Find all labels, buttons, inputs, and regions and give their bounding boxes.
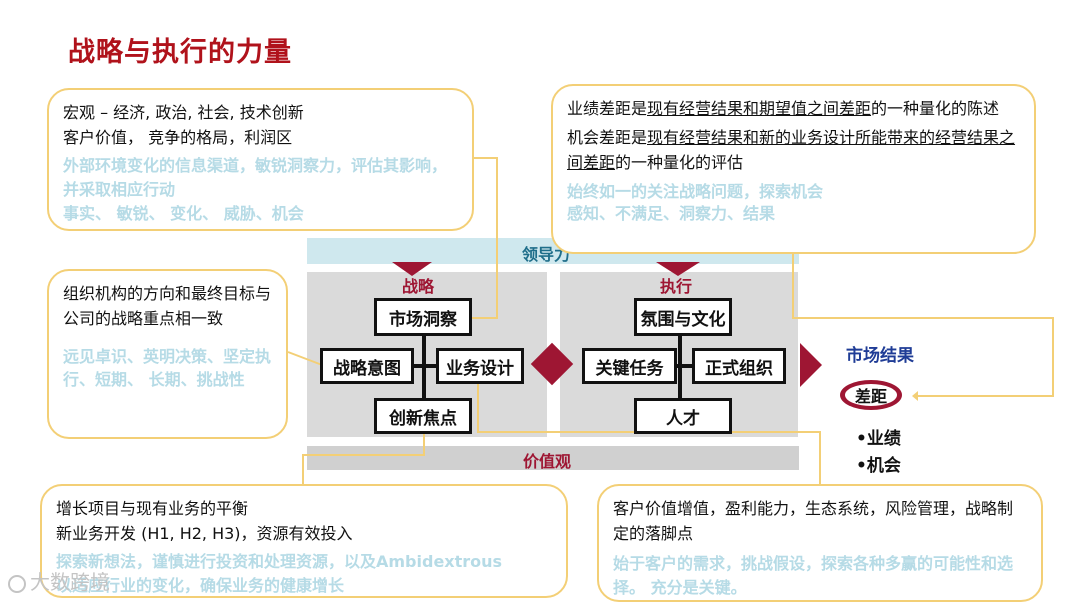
- values-band: [307, 446, 799, 470]
- watermark-text: 大数跨境: [30, 570, 110, 594]
- strategic-intent-box: 战略意图: [320, 348, 414, 384]
- strategy-cross-vertical: [422, 330, 426, 410]
- gap-performance-a: 业绩差距是: [567, 99, 648, 118]
- execution-output-arrow: [800, 343, 822, 387]
- gap-performance-b: 现有经营结果和期望值之间差距: [647, 99, 872, 118]
- strategic-intent-muted1: 远见卓识、英明决策、坚定执行、短期、 长期、挑战性: [63, 347, 272, 389]
- talent-box: 人才: [634, 398, 732, 434]
- gap-opportunity-c: 的一种量化的评估: [615, 153, 744, 172]
- bullet-opportunity: •机会: [856, 456, 901, 476]
- innovation-line1: 增长项目与现有业务的平衡: [56, 499, 249, 518]
- values-band-label: 价值观: [523, 452, 572, 471]
- gap-badge-label: 差距: [854, 387, 887, 406]
- business-design-line1: 客户价值增值，盈利能力，生态系统，风险管理，战略制定的落脚点: [613, 499, 1014, 543]
- formal-organization-box: 正式组织: [692, 348, 786, 384]
- callout-gap: 业绩差距是现有经营结果和期望值之间差距的一种量化的陈述 机会差距是现有经营结果和…: [551, 84, 1036, 254]
- critical-tasks-box: 关键任务: [582, 348, 677, 384]
- innovation-muted1: 探索新想法，谨慎进行投资和处理资源，以及Ambidextrous: [56, 552, 503, 571]
- strategy-arrow: [392, 262, 432, 276]
- watermark-logo: 大数跨境: [8, 566, 110, 595]
- execution-label: 执行: [660, 277, 693, 296]
- callout-market-insight: 宏观 – 经济, 政治, 社会, 技术创新 客户价值， 竞争的格局，利润区 外部…: [47, 88, 474, 231]
- business-design-muted1: 始于客户的需求，挑战假设，探索各种多赢的可能性和选择。 充分是关键。: [613, 554, 1014, 597]
- market-insight-line2: 客户价值， 竞争的格局，利润区: [63, 128, 293, 147]
- gap-performance-text: 业绩差距是现有经营结果和期望值之间差距的一种量化的陈述: [567, 96, 1020, 121]
- strategy-label: 战略: [402, 277, 435, 296]
- market-insight-muted2: 事实、 敏锐、 变化、 威胁、机会: [63, 204, 304, 223]
- callout-business-design: 客户价值增值，盈利能力，生态系统，风险管理，战略制定的落脚点 始于客户的需求，挑…: [597, 484, 1043, 602]
- market-results-label: 市场结果: [846, 346, 914, 366]
- culture-box: 氛围与文化: [634, 298, 732, 336]
- market-insight-line1: 宏观 – 经济, 政治, 社会, 技术创新: [63, 103, 304, 122]
- innovation-focus-box: 创新焦点: [374, 398, 472, 434]
- connector-innovation: [302, 430, 425, 484]
- connector-market-insight: [466, 157, 498, 319]
- execution-arrow: [656, 262, 700, 276]
- callout-strategic-intent: 组织机构的方向和最终目标与公司的战略重点相一致 远见卓识、英明决策、坚定执行、短…: [47, 269, 288, 439]
- watermark-icon: [8, 574, 26, 593]
- market-insight-box: 市场洞察: [374, 298, 472, 336]
- results-bullets: •业绩 •机会: [856, 426, 901, 480]
- callout-innovation: 增长项目与现有业务的平衡 新业务开发 (H1, H2, H3)，资源有效投入 探…: [40, 484, 568, 598]
- page-title: 战略与执行的力量: [68, 37, 292, 68]
- gap-badge: 差距: [840, 380, 902, 410]
- gap-opportunity-b: 现有经营结果和新的业务设计所能带来的经营结果之间差距: [567, 128, 1016, 172]
- gap-badge-inner: 差距: [845, 384, 897, 406]
- strategic-intent-line1: 组织机构的方向和最终目标与公司的战略重点相一致: [63, 284, 272, 328]
- market-insight-muted1: 外部环境变化的信息渠道，敏锐洞察力，评估其影响，并采取相应行动: [63, 156, 448, 199]
- leadership-band-label: 领导力: [522, 245, 571, 264]
- execution-cross-horizontal: [665, 364, 705, 368]
- gap-muted2: 感知、不满足、洞察力、结果: [567, 204, 776, 223]
- bullet-performance: •业绩: [856, 429, 901, 449]
- connector-gap: [792, 253, 1054, 397]
- gap-muted1: 始终如一的关注战略问题，探索机会: [567, 182, 824, 201]
- strategy-cross-horizontal: [410, 364, 440, 368]
- innovation-muted2: 以适应行业的变化，确保业务的健康增长: [56, 576, 345, 595]
- business-design-box: 业务设计: [436, 348, 524, 384]
- gap-opportunity-a: 机会差距是: [567, 128, 648, 147]
- gap-performance-c: 的一种量化的陈述: [871, 99, 1000, 118]
- innovation-line2: 新业务开发 (H1, H2, H3)，资源有效投入: [56, 524, 353, 543]
- execution-cross-vertical: [678, 330, 682, 410]
- gap-opportunity-text: 机会差距是现有经营结果和新的业务设计所能带来的经营结果之间差距的一种量化的评估: [567, 125, 1020, 175]
